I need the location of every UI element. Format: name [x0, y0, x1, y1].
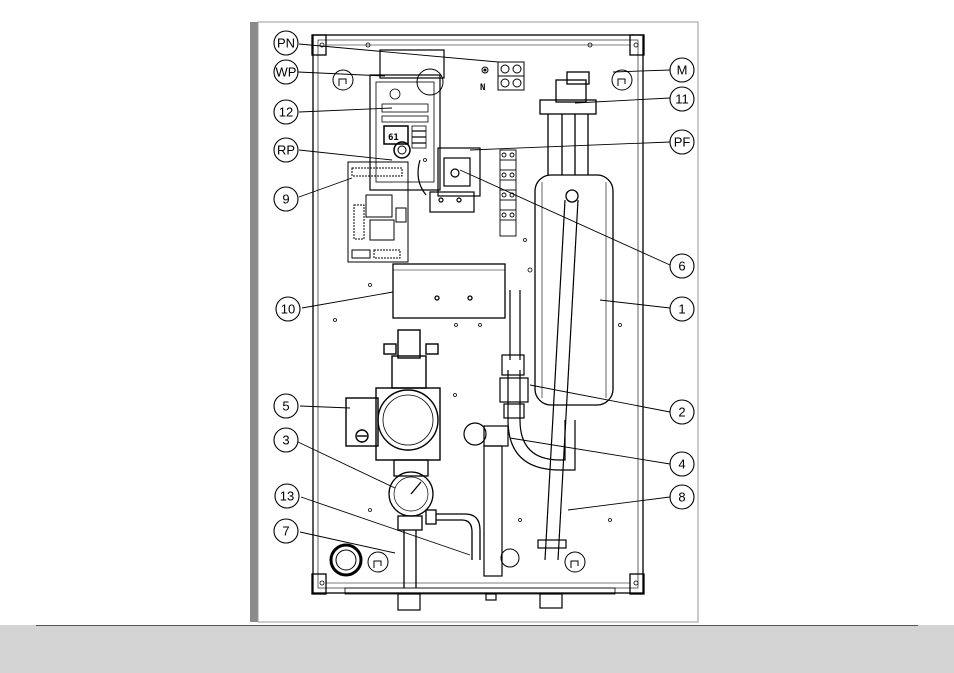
- heater-tank: [535, 72, 613, 405]
- footer-rule: [36, 625, 918, 626]
- callout-m-label: M: [677, 63, 688, 78]
- callout-8-label: 8: [678, 490, 685, 505]
- callout-13-label: 13: [280, 489, 294, 504]
- cable-gland: [331, 545, 361, 575]
- bottom-fittings: [398, 594, 562, 610]
- callout-11-label: 11: [675, 92, 689, 107]
- frame-shadow-bar: [250, 22, 258, 622]
- callout-2-label: 2: [678, 405, 685, 420]
- outlet-pipe: [538, 200, 578, 560]
- relief-valve: [464, 423, 508, 576]
- callout-7-label: 7: [282, 524, 289, 539]
- circulation-pump: [346, 330, 440, 460]
- callout-9-label: 9: [282, 192, 289, 207]
- callout-pn-label: PN: [277, 36, 295, 51]
- callout-4-label: 4: [678, 457, 685, 472]
- terminal-letter: N: [480, 83, 485, 93]
- flow-switch: [500, 355, 528, 418]
- terminal-strip: [500, 150, 516, 236]
- mount-keyholes: [333, 69, 632, 572]
- page-footer-band: [0, 625, 954, 673]
- pn-terminal: [482, 62, 524, 90]
- frame-outline: [258, 22, 698, 622]
- callout-6-label: 6: [678, 259, 685, 274]
- thermostat-block: [418, 148, 480, 212]
- callout-wp-label: WP: [276, 65, 297, 80]
- callout-3-label: 3: [282, 433, 289, 448]
- enclosure-holes: [320, 43, 638, 585]
- control-board: [348, 142, 410, 262]
- contactor: [393, 264, 505, 318]
- callout-5-label: 5: [282, 399, 289, 414]
- enclosure: [312, 35, 644, 594]
- controller-display: 61: [388, 133, 399, 143]
- controller-unit: [370, 50, 444, 190]
- pressure-gauge: [389, 460, 480, 588]
- callout-pf-label: PF: [674, 135, 691, 150]
- callout-12-label: 12: [279, 105, 293, 120]
- callout-rp-label: RP: [277, 143, 295, 158]
- callout-1-label: 1: [678, 302, 685, 317]
- callout-10-label: 10: [281, 302, 295, 317]
